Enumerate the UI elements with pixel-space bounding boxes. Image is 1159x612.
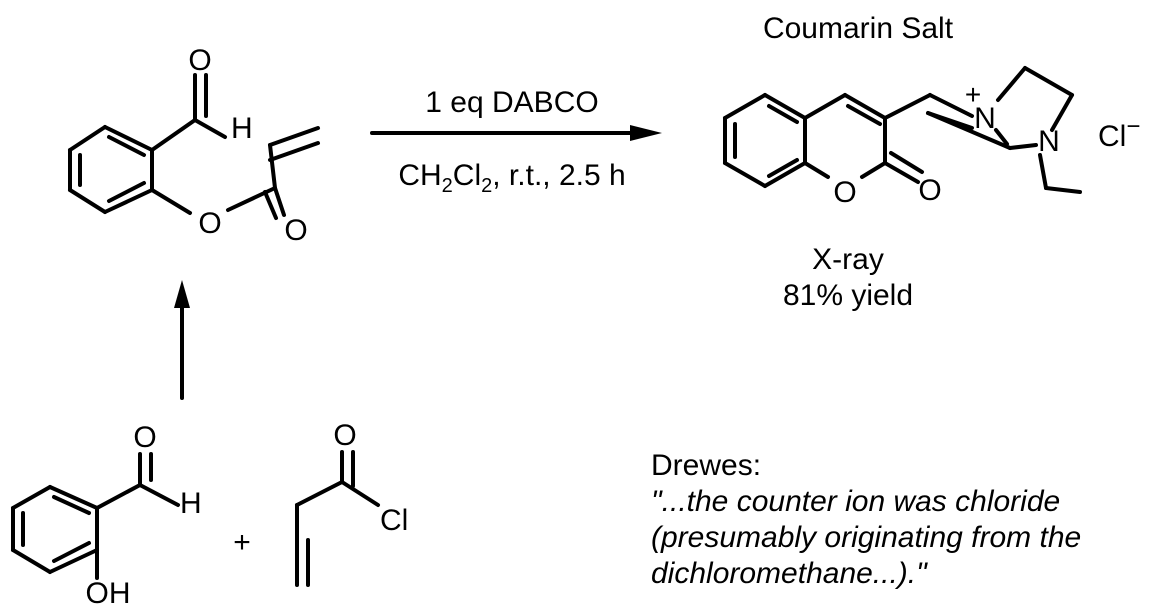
salicyl-hydroxyl: OH <box>86 577 131 610</box>
product-title: Coumarin Salt <box>763 12 954 45</box>
quote-line-2: (presumably originating from the <box>651 521 1081 554</box>
ring-oxygen: O <box>833 176 856 209</box>
prep-arrow-group <box>174 280 190 400</box>
ester-aldehyde: O H <box>150 44 253 152</box>
acid-chloride-oxygen: O <box>333 419 356 452</box>
xray-label: X-ray <box>812 243 884 276</box>
salicyl-aldehyde-oxygen: O <box>133 421 156 454</box>
quote-line-1: "...the counter ion was chloride <box>651 485 1060 518</box>
product-benzene-ring <box>723 93 807 188</box>
acryloyl-chloride-molecule: O Cl <box>295 419 408 587</box>
yield-label: 81% yield <box>783 279 913 312</box>
salicylaldehyde-molecule: O H OH <box>11 421 202 610</box>
chloride-counterion: Cl− <box>1098 113 1140 153</box>
ester-molecule: O H O O <box>68 44 320 247</box>
salicyl-benzene-ring <box>11 485 99 574</box>
dabco-cation: N + N <box>883 66 1082 194</box>
plus-sign: + <box>233 526 251 559</box>
acid-chloride-chlorine: Cl <box>380 504 408 537</box>
ester-benzene-ring <box>68 125 154 214</box>
ester-oxygen: O <box>198 207 221 240</box>
pyranone-ring: O O <box>803 93 942 209</box>
drewes-quote: Drewes: "...the counter ion was chloride… <box>651 449 1081 590</box>
prep-arrowhead <box>174 280 190 308</box>
salicyl-aldehyde-hydrogen: H <box>180 487 202 520</box>
lactone-carbonyl-oxygen: O <box>918 174 941 207</box>
product-molecule: Coumarin Salt O O <box>723 12 1140 312</box>
reagent-label: 1 eq DABCO <box>425 86 598 119</box>
quote-author: Drewes: <box>651 449 761 482</box>
conditions-label: CH2Cl2, r.t., 2.5 h <box>398 159 625 197</box>
reaction-arrowhead <box>630 125 662 141</box>
quote-line-3: dichloromethane...)." <box>651 557 928 590</box>
quaternary-nitrogen: N <box>974 102 996 135</box>
ester-acrylate: O O <box>150 126 320 247</box>
tertiary-nitrogen: N <box>1038 125 1060 158</box>
reaction-arrow-group: 1 eq DABCO CH2Cl2, r.t., 2.5 h <box>370 86 662 197</box>
positive-charge: + <box>965 79 981 110</box>
ester-aldehyde-oxygen: O <box>188 44 211 77</box>
ester-carbonyl-oxygen: O <box>284 214 307 247</box>
ester-aldehyde-hydrogen: H <box>231 112 253 145</box>
